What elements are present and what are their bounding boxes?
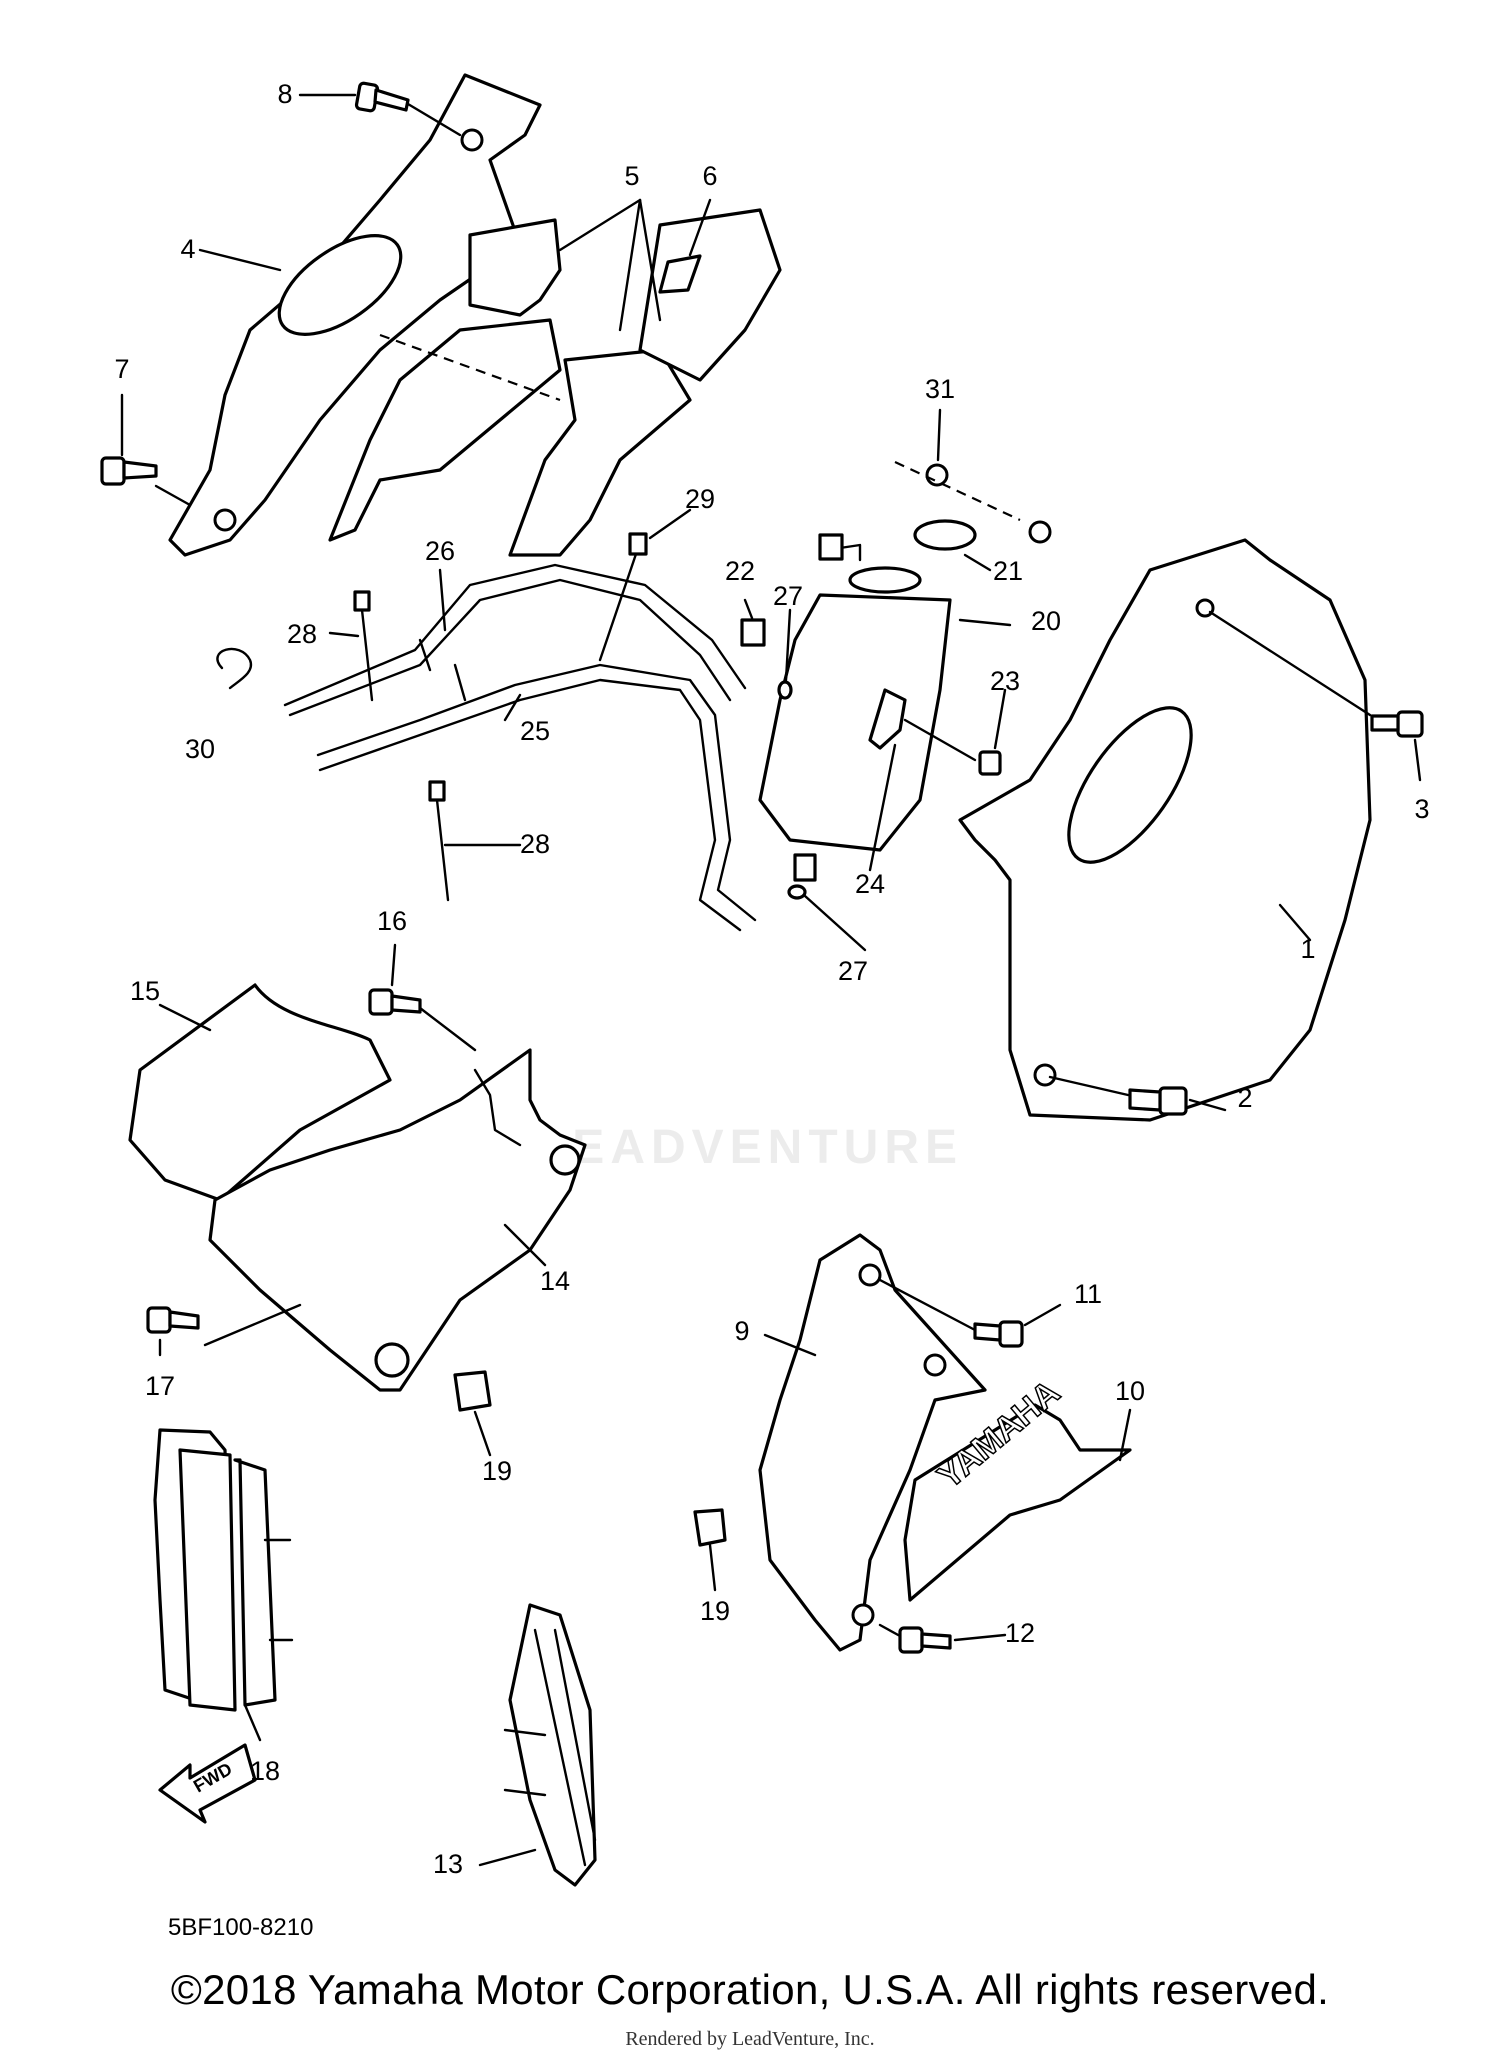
part-3-bolt [1208, 610, 1424, 738]
part-14-shroud [208, 1048, 587, 1392]
callout-8: 8 [277, 79, 292, 109]
part-9-shroud [758, 1233, 987, 1652]
part-19-clip [453, 1370, 727, 1547]
fwd-arrow-icon: FWD [158, 1743, 257, 1824]
watermark: LEADVENTURE [536, 1121, 964, 1174]
callout-11: 11 [1074, 1279, 1102, 1309]
part-27-hose-clamp [777, 680, 807, 900]
callout-22: 22 [725, 556, 755, 586]
callout-27: 27 [838, 956, 868, 986]
callout-14: 14 [540, 1266, 570, 1296]
part-12-bolt [878, 1623, 952, 1654]
callout-25: 25 [520, 716, 550, 746]
parts-25-26-hoses [283, 563, 757, 932]
callout-21: 21 [993, 556, 1023, 586]
part-22-nut [740, 533, 844, 647]
part-24-bracket [868, 688, 907, 750]
callout-6: 6 [702, 161, 717, 191]
leader-lines [120, 93, 1422, 1867]
part-17-bolt [146, 1303, 302, 1347]
part-2-bolt [1048, 1075, 1188, 1116]
callout-18: 18 [250, 1756, 280, 1786]
callout-28: 28 [520, 829, 550, 859]
copyright-notice: ©2018 Yamaha Motor Corporation, U.S.A. A… [170, 1966, 1330, 2013]
callout-30: 30 [185, 734, 215, 764]
callout-13: 13 [433, 1849, 463, 1879]
callout-26: 26 [425, 536, 455, 566]
part-29-cable-tie [598, 532, 648, 662]
callout-2: 2 [1237, 1083, 1252, 1113]
part-18-radiator-guard [153, 1428, 294, 1712]
part-1-side-panel [958, 538, 1372, 1122]
callout-9: 9 [734, 1316, 749, 1346]
part-6-decal [638, 208, 782, 382]
callout-20: 20 [1031, 606, 1061, 636]
part-5-decals [328, 218, 692, 557]
callout-17: 17 [145, 1371, 175, 1401]
diagram-code: 5BF100-8210 [168, 1914, 313, 1941]
callout-16: 16 [377, 906, 407, 936]
part-10-yamaha-decal: YAMAHA [903, 1372, 1132, 1602]
part-21-cap [913, 519, 977, 551]
callout-19: 19 [482, 1456, 512, 1486]
part-16-bolt [368, 988, 477, 1052]
part-4-side-cover [168, 73, 542, 557]
callout-23: 23 [990, 666, 1020, 696]
callout-10: 10 [1115, 1376, 1145, 1406]
part-30-clip [216, 647, 253, 690]
callout-12: 12 [1005, 1618, 1035, 1648]
part-31-washer [894, 461, 1052, 544]
callout-27: 27 [773, 581, 803, 611]
rendered-by-credit: Rendered by LeadVenture, Inc. [625, 2028, 875, 2050]
callout-28: 28 [287, 619, 317, 649]
part-15-decal [128, 983, 392, 1202]
callout-31: 31 [925, 374, 955, 404]
callout-24: 24 [855, 869, 885, 899]
part-28-cable-tie [353, 590, 450, 902]
part-13-louver [503, 1603, 597, 1887]
callout-7: 7 [114, 354, 129, 384]
part-11-bolt [878, 1278, 1024, 1348]
callout-3: 3 [1414, 794, 1429, 824]
part-8-bolt [354, 81, 462, 137]
callout-4: 4 [180, 234, 195, 264]
callout-15: 15 [130, 976, 160, 1006]
callout-19: 19 [700, 1596, 730, 1626]
callout-29: 29 [685, 484, 715, 514]
callout-1: 1 [1300, 934, 1315, 964]
part-23-bolt [903, 718, 1002, 776]
part-7-bolt [100, 456, 192, 507]
callout-5: 5 [624, 161, 639, 191]
